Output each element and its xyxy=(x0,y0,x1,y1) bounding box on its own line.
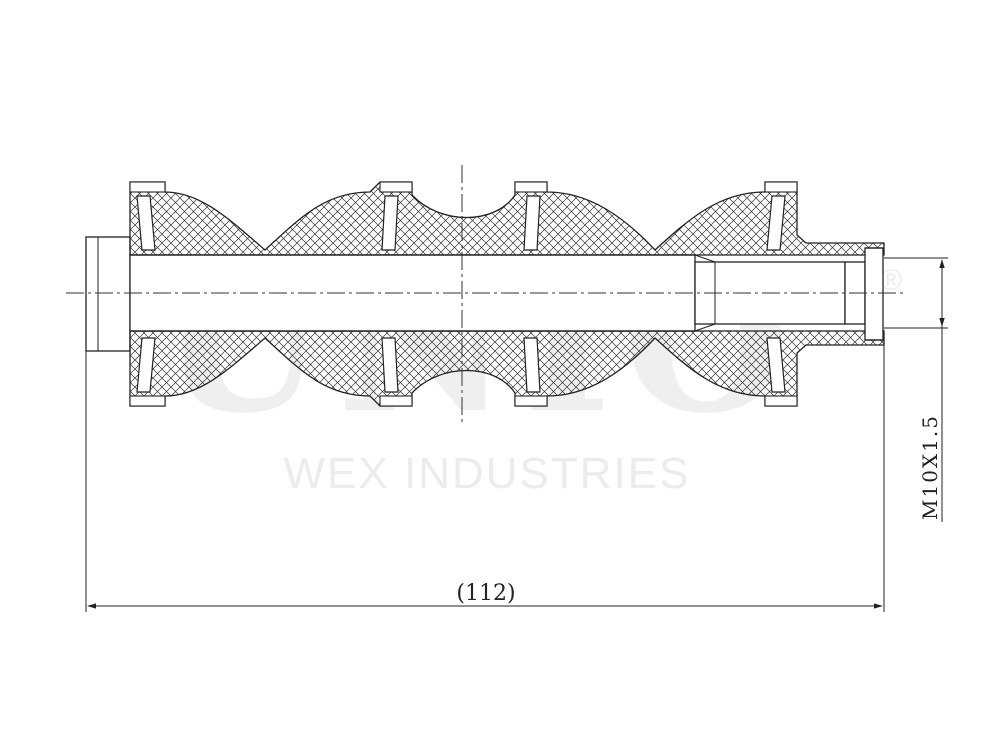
hex-head xyxy=(85,236,131,352)
seal-grooves xyxy=(136,195,786,393)
thread-spec-label: M10X1.5 xyxy=(918,414,942,520)
centerlines xyxy=(66,165,905,425)
upper-body-section xyxy=(129,181,885,256)
watermark-registered-mark: ® xyxy=(880,264,902,297)
overall-length-label: (112) xyxy=(456,581,515,606)
lower-body-section xyxy=(129,330,885,407)
watermark-company: WEX INDUSTRIES xyxy=(284,449,691,498)
part-body xyxy=(85,181,885,407)
dimensions xyxy=(85,257,948,612)
